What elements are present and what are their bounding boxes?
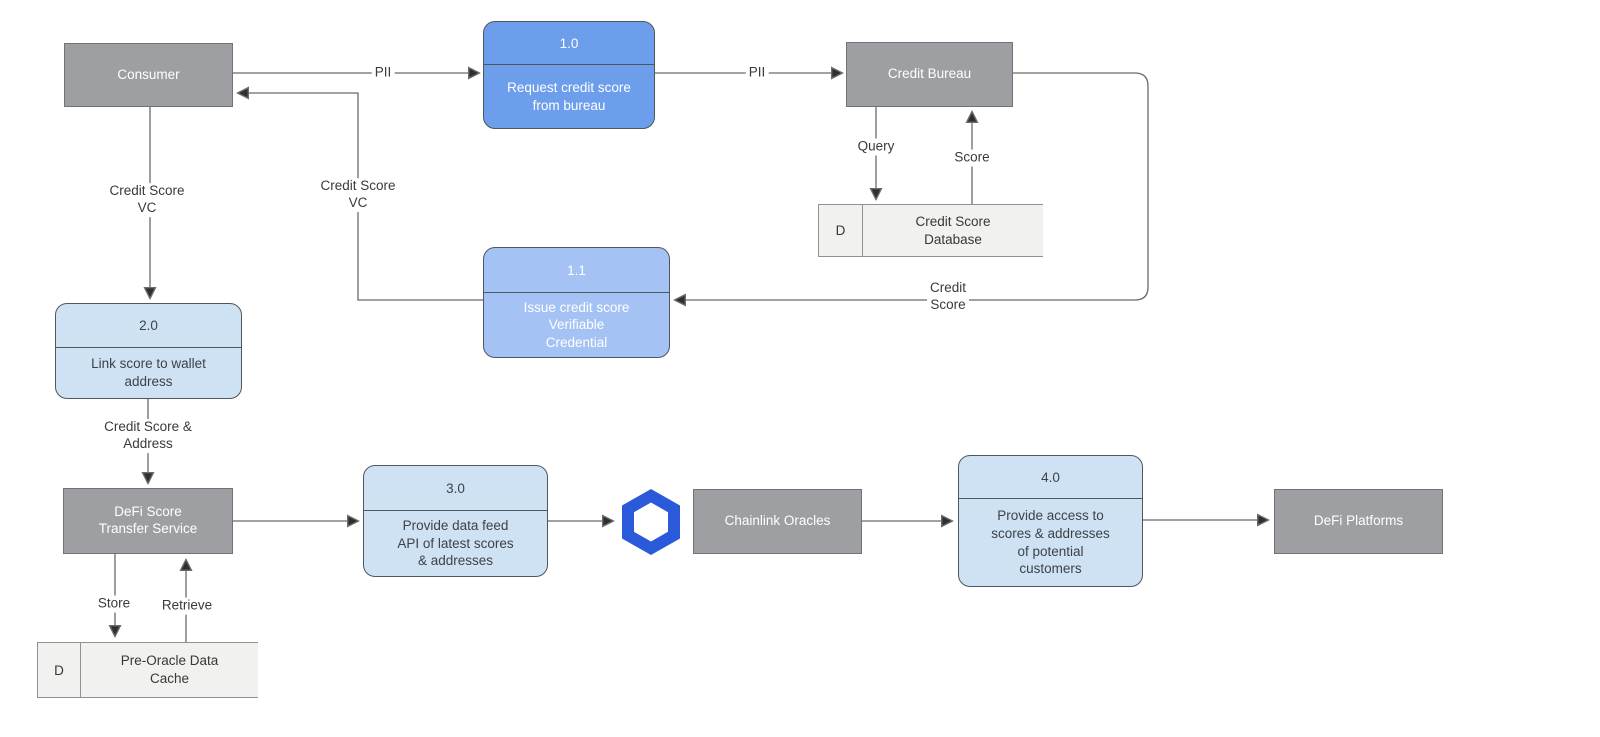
edge-label-store: Store [94, 595, 134, 613]
process-1-0[interactable]: 1.0 Request credit score from bureau [483, 21, 655, 129]
entity-consumer[interactable]: Consumer [64, 43, 233, 107]
edge-label-credit-score-address: Credit Score & Address [101, 419, 195, 453]
datastore-pre-oracle-data-cache[interactable]: D Pre-Oracle Data Cache [37, 642, 258, 698]
process-1-0-label: Request credit score from bureau [507, 79, 631, 113]
process-4-0[interactable]: 4.0 Provide access to scores & addresses… [958, 455, 1143, 587]
edge-label-query: Query [854, 138, 898, 156]
process-2-0-id: 2.0 [56, 304, 241, 348]
entity-consumer-label: Consumer [117, 66, 180, 82]
edge-label-retrieve: Retrieve [158, 597, 216, 615]
entity-defi-score-transfer-service[interactable]: DeFi Score Transfer Service [63, 488, 233, 554]
edge-label-pii-consumer: PII [371, 64, 395, 82]
entity-chainlink-oracles[interactable]: Chainlink Oracles [693, 489, 862, 554]
datastore-credit-db-label: Credit Score Database [915, 213, 991, 247]
process-2-0-label: Link score to wallet address [91, 356, 206, 389]
entity-credit-bureau[interactable]: Credit Bureau [846, 42, 1013, 107]
chainlink-logo-icon [622, 489, 680, 555]
process-1-1-id: 1.1 [484, 248, 669, 293]
entity-defi-service-label: DeFi Score Transfer Service [98, 504, 198, 536]
edge-label-credit-score: Credit Score [926, 280, 970, 314]
process-1-1[interactable]: 1.1 Issue credit score Verifiable Creden… [483, 247, 670, 358]
process-1-0-id: 1.0 [484, 22, 654, 65]
entity-credit-bureau-label: Credit Bureau [887, 66, 972, 82]
process-4-0-label: Provide access to scores & addresses of … [991, 508, 1110, 577]
datastore-credit-score-database[interactable]: D Credit Score Database [818, 204, 1043, 257]
datastore-credit-db-prefix: D [819, 205, 863, 256]
process-1-1-label: Issue credit score Verifiable Credential [523, 299, 630, 350]
entity-defi-platforms-label: DeFi Platforms [1313, 513, 1404, 529]
process-2-0[interactable]: 2.0 Link score to wallet address [55, 303, 242, 399]
process-3-0[interactable]: 3.0 Provide data feed API of latest scor… [363, 465, 548, 577]
edge-label-credit-score-vc-consumer: Credit Score VC [106, 183, 188, 217]
edge-label-score: Score [951, 149, 993, 167]
edge-label-pii-bureau: PII [745, 64, 769, 82]
process-4-0-id: 4.0 [959, 456, 1142, 499]
entity-defi-platforms[interactable]: DeFi Platforms [1274, 489, 1443, 554]
entity-chainlink-oracles-label: Chainlink Oracles [724, 513, 831, 529]
process-3-0-id: 3.0 [364, 466, 547, 511]
process-3-0-label: Provide data feed API of latest scores &… [397, 518, 514, 569]
edge-label-credit-score-vc-return: Credit Score VC [317, 178, 399, 212]
datastore-cache-label: Pre-Oracle Data Cache [120, 653, 219, 686]
edge-bureau-to-p11-credit-score [675, 72, 1149, 300]
datastore-cache-prefix: D [38, 643, 81, 697]
